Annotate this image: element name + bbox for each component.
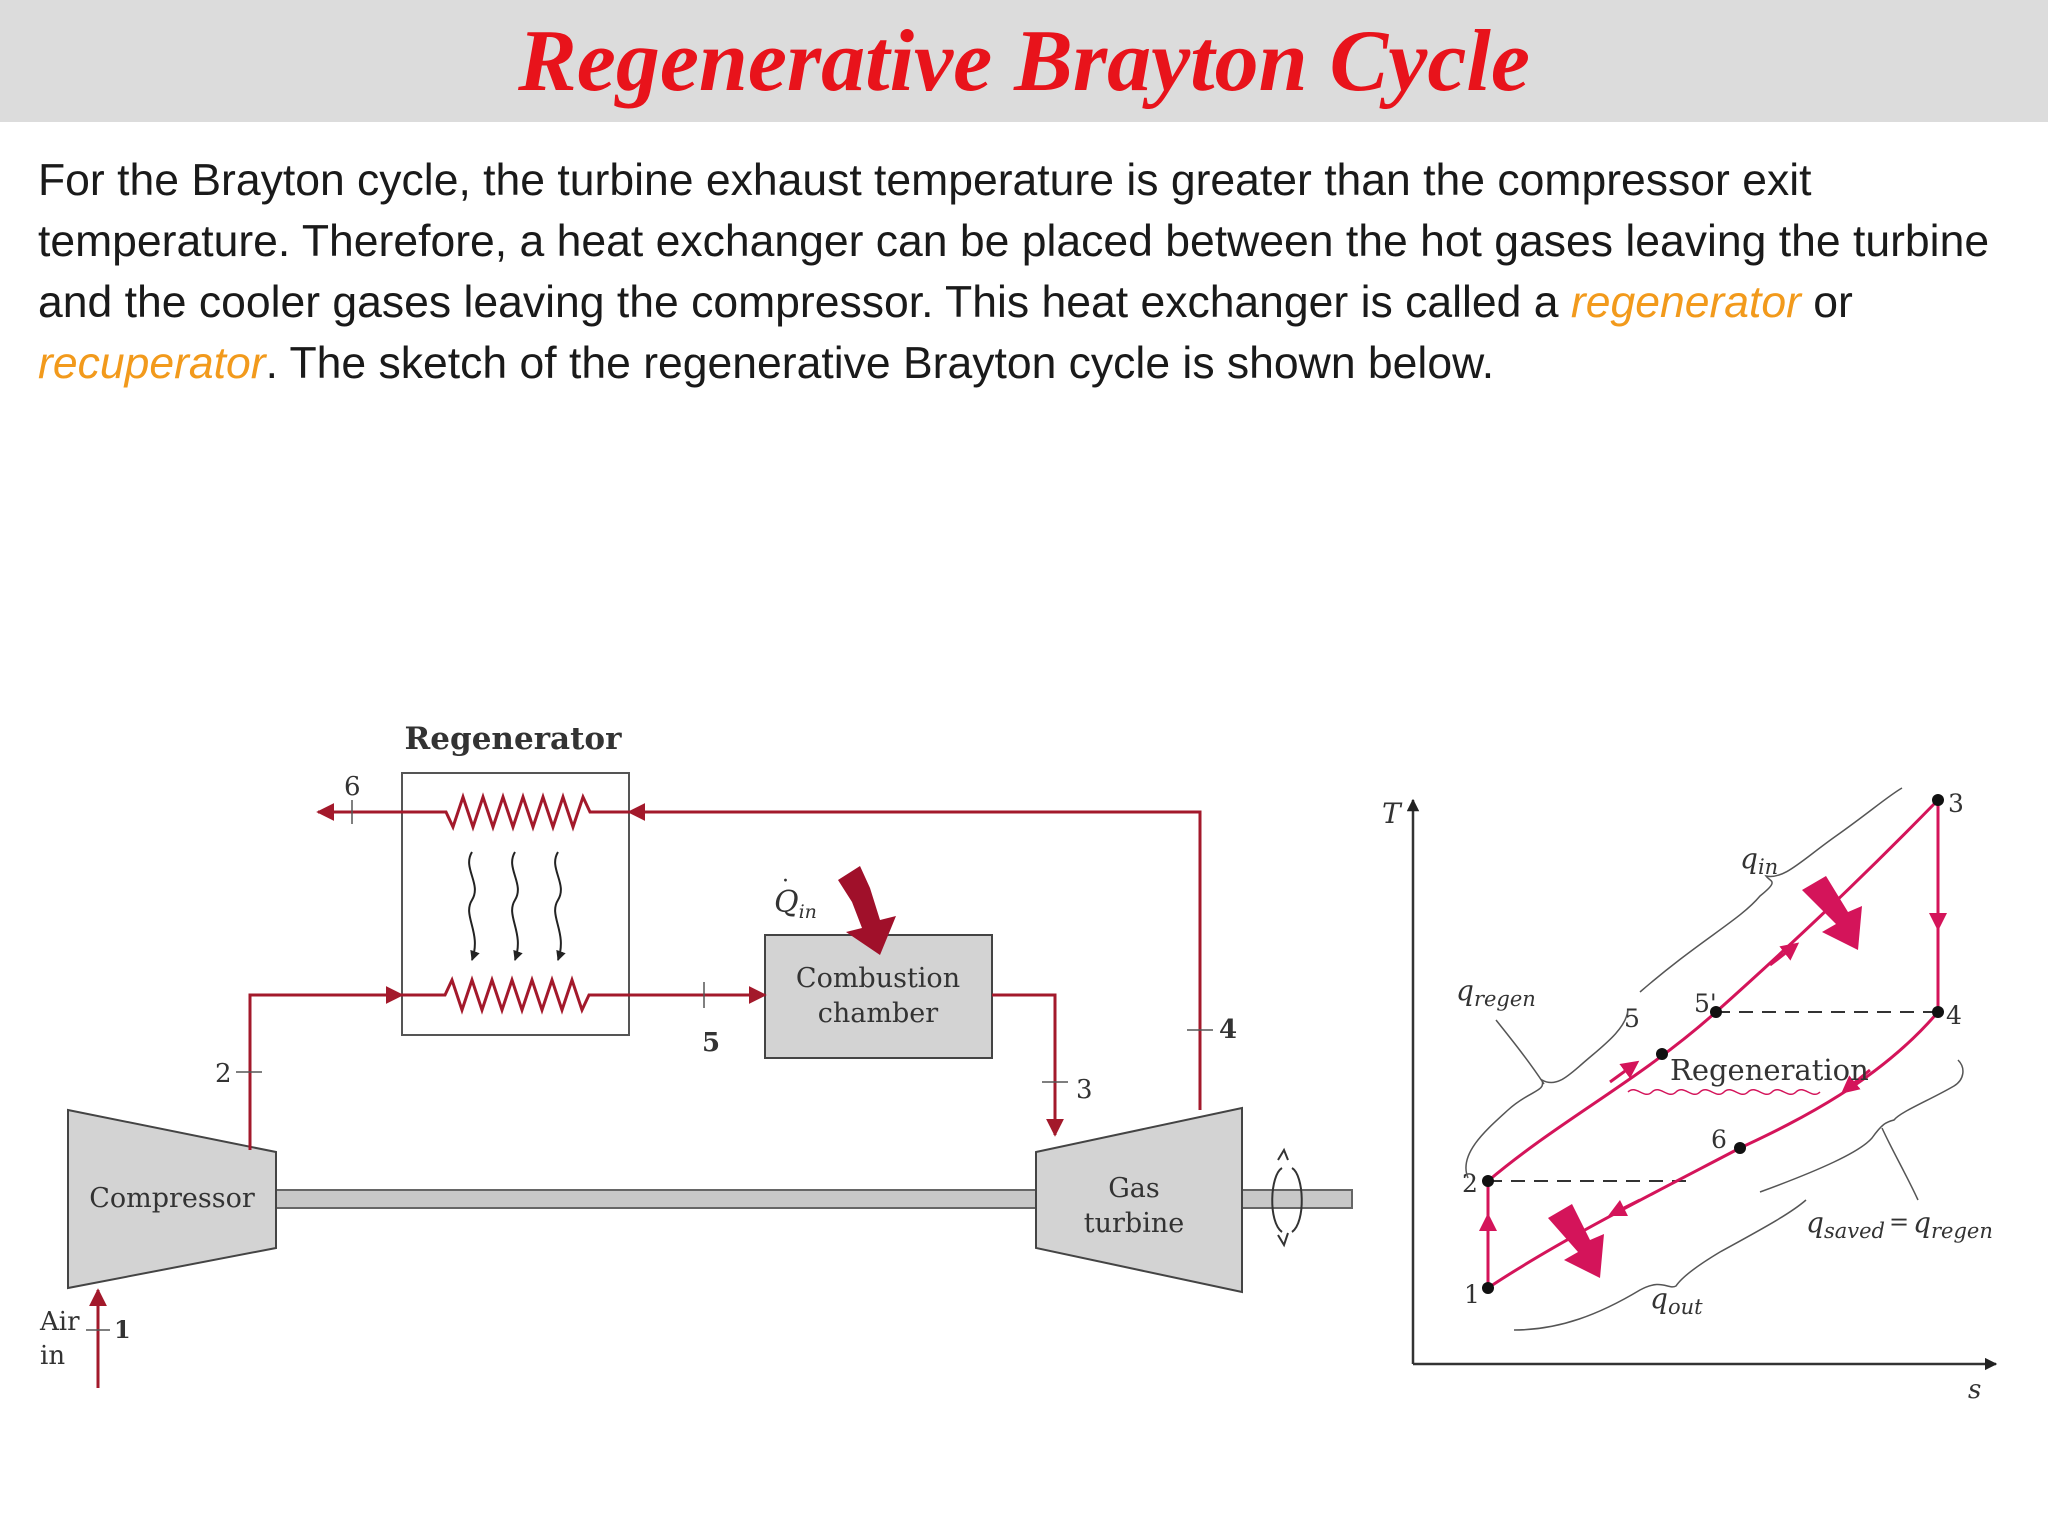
turbine-label-line1: Gas [1108, 1173, 1160, 1204]
ts-point-2 [1482, 1175, 1494, 1187]
regeneration-label: Regeneration [1670, 1053, 1869, 1087]
intro-text-3: . The sketch of the regenerative Brayton… [265, 339, 1495, 388]
intro-paragraph: For the Brayton cycle, the turbine exhau… [38, 150, 2013, 394]
s-axis-label: s [1968, 1375, 1981, 1405]
q-in-label: qin [1740, 842, 1778, 879]
heat-in-label: Qin [774, 885, 817, 923]
combustion-label-line2: chamber [818, 998, 938, 1029]
ts-point-3 [1932, 794, 1944, 806]
q-in-arrow-icon [1802, 876, 1862, 950]
heat-transfer-arrow-icon [511, 851, 523, 961]
rotation-arrow-icon [1271, 1167, 1303, 1233]
air-in-label-line2: in [40, 1341, 65, 1371]
process-2-5-arrow [1609, 1060, 1640, 1084]
term-regenerator: regenerator [1570, 278, 1801, 327]
q-in-brace [1639, 787, 1903, 993]
q-out-label: qout [1650, 1282, 1703, 1319]
compressor [67, 1108, 277, 1290]
ts-point-5prime [1710, 1006, 1722, 1018]
air-in-label-line1: Air [39, 1307, 80, 1337]
gas-turbine [1035, 1106, 1243, 1294]
regen-hot-coil [402, 792, 629, 832]
ts-label-4: 4 [1946, 1001, 1962, 1030]
slide-title: Regenerative Brayton Cycle [518, 13, 1530, 110]
q-saved-equation: qsaved=qregen [1806, 1206, 1993, 1243]
state-1-label: 1 [114, 1315, 131, 1344]
turbine-label-line2: turbine [1084, 1208, 1184, 1239]
regenerator-label: Regenerator [405, 721, 623, 757]
combustion-label-line1: Combustion [796, 963, 960, 994]
t-axis-label: T [1382, 797, 1403, 830]
state-3-label: 3 [1076, 1075, 1093, 1105]
q-out-arrow-icon [1548, 1204, 1604, 1278]
term-recuperator: recuperator [38, 339, 266, 388]
heat-transfer-arrow-icon [468, 851, 480, 961]
flow-line-combustor-to-turbine [992, 993, 1064, 1137]
process-6-1-arrow [1607, 1198, 1641, 1217]
regen-cold-coil [402, 975, 629, 1015]
ts-point-4 [1932, 1006, 1944, 1018]
q-saved-brace [1759, 1059, 1964, 1193]
q-out-brace [1513, 1199, 1807, 1331]
q-saved-leader [1881, 1127, 1919, 1201]
heat-in-dot: · [782, 869, 789, 894]
shaft-output [1239, 1189, 1353, 1209]
q-regen-label: qregen [1456, 974, 1536, 1011]
shaft [275, 1189, 1037, 1209]
ts-point-5 [1656, 1048, 1668, 1060]
title-bar [0, 0, 2048, 122]
intro-text-2: or [1800, 278, 1853, 327]
q-regen-leader [1495, 1019, 1545, 1085]
ts-point-1 [1482, 1282, 1494, 1294]
state-4-label: 4 [1219, 1015, 1237, 1045]
ts-label-1: 1 [1464, 1280, 1480, 1309]
intro-text-1: For the Brayton cycle, the turbine exhau… [38, 156, 1990, 327]
heat-transfer-arrow-icon [554, 851, 566, 961]
flow-line-4-to-regenerator [627, 803, 1202, 1110]
compressor-label: Compressor [89, 1183, 255, 1214]
ts-label-3: 3 [1948, 789, 1964, 818]
state-5-label: 5 [702, 1028, 720, 1058]
ts-point-6 [1734, 1142, 1746, 1154]
ts-label-6: 6 [1711, 1125, 1727, 1154]
flow-line-2-to-regenerator [248, 986, 404, 1150]
state-2-label: 2 [215, 1059, 232, 1089]
heat-input-arrow-icon [838, 866, 896, 955]
q-regen-brace [1465, 1009, 1629, 1179]
process-4-6-arrow [1841, 1068, 1871, 1094]
ts-label-5prime: 5' [1694, 989, 1717, 1018]
process-5-3-arrow [1769, 942, 1800, 967]
ts-label-2: 2 [1462, 1169, 1478, 1198]
regeneration-wavy-line [1627, 1089, 1821, 1095]
state-6-label: 6 [344, 772, 361, 802]
